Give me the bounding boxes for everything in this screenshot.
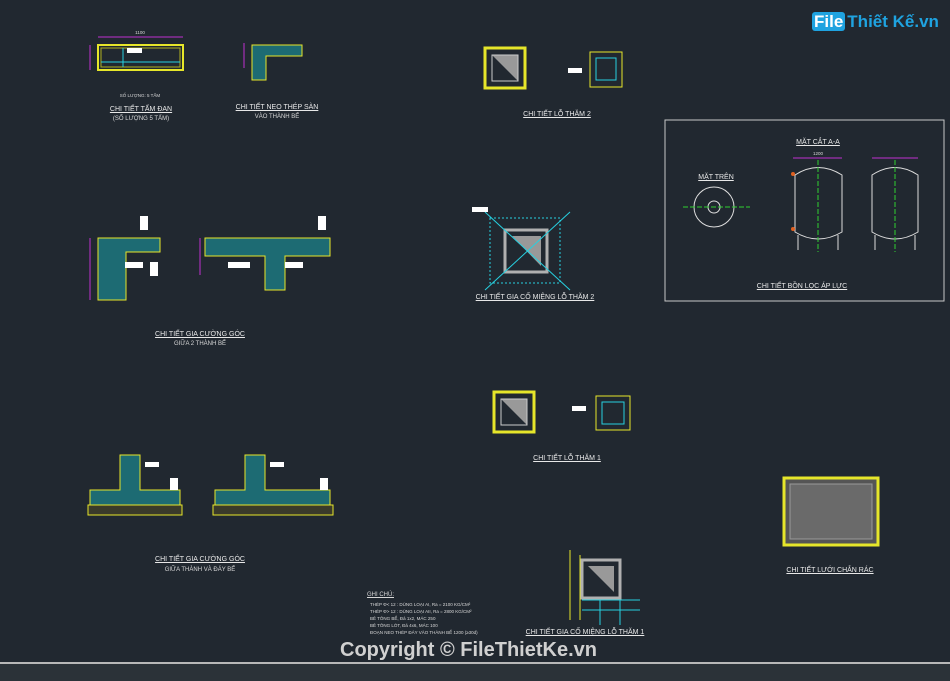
logo-file: File <box>812 12 846 31</box>
corner-2-walls-title: CHI TIẾT GIA CƯỜNG GÓC <box>155 331 245 338</box>
slab-title: CHI TIẾT TẤM ĐAN <box>109 106 173 113</box>
manhole-1-reinforcement-title: CHI TIẾT GIA CỐ MIỆNG LỖ THĂM 1 <box>525 629 645 636</box>
anchor-title: CHI TIẾT NEO THÉP SÀN <box>235 104 319 111</box>
filter-tank-drawing <box>664 119 945 302</box>
slab-subtitle: (SỐ LƯỢNG 5 TẤM) <box>112 116 170 122</box>
trash-screen-title: CHI TIẾT LƯỚI CHẮN RÁC <box>786 567 874 574</box>
note-line: THÉP Φ> 12 : DÙNG LOẠI AII, Ra = 2800 KG… <box>370 609 472 614</box>
trash-screen-drawing <box>782 476 880 547</box>
slab-dim: 1100 <box>135 30 145 35</box>
copyright-watermark: Copyright © FileThietKe.vn <box>340 639 597 661</box>
note-line: BÊ TÔNG BỂ, Đá 1x2, MÁC 250 <box>370 616 436 621</box>
notes-title: GHI CHÚ: <box>367 592 394 598</box>
logo-text: Thiết Kế.vn <box>847 12 939 31</box>
note-line: THÉP Φ< 12 : DÙNG LOẠI AI, Ra = 2100 KG/… <box>370 602 471 607</box>
manhole-2-drawing <box>483 46 623 90</box>
slab-qty: SỐ LƯỢNG: 5 TẤM <box>119 93 161 98</box>
bottom-bar <box>0 662 950 681</box>
wall-floor-corner-subtitle: GIỮA THÀNH VÀ ĐÁY BỂ <box>164 567 236 573</box>
filter-tank-dim: 1200 <box>812 151 824 156</box>
wall-floor-corner-drawing <box>87 454 334 516</box>
corner-2-walls-subtitle: GIỮA 2 THÀNH BỂ <box>173 341 227 347</box>
manhole-2-title: CHI TIẾT LỖ THĂM 2 <box>523 111 591 118</box>
manhole-2-reinforcement-title: CHI TIẾT GIA CỐ MIỆNG LỖ THĂM 2 <box>475 294 595 301</box>
corner-2-walls-drawing <box>89 216 331 301</box>
manhole-2-reinforcement-drawing <box>472 207 571 291</box>
note-line: ĐOẠN NEO THÉP ĐÁY VÀO THÀNH BỂ 1200 (≥30… <box>370 630 478 635</box>
filter-tank-title: CHI TIẾT BỒN LỌC ÁP LỰC <box>756 283 848 290</box>
top-view-label: MẶT TRÊN <box>698 174 734 181</box>
manhole-1-drawing <box>492 390 631 434</box>
anchor-subtitle: VÀO THÀNH BỂ <box>254 114 300 120</box>
manhole-1-reinforcement-drawing <box>569 550 640 625</box>
manhole-1-title: CHI TIẾT LỖ THĂM 1 <box>533 455 601 462</box>
section-aa-label: MẶT CẮT A-A <box>796 139 840 146</box>
wall-floor-corner-title: CHI TIẾT GIA CƯỜNG GÓC <box>155 556 245 563</box>
slab-drawing <box>89 36 184 71</box>
note-line: BÊ TÔNG LÓT, Đá 4x6, MÁC 100 <box>370 623 438 628</box>
anchor-drawing <box>243 43 303 81</box>
